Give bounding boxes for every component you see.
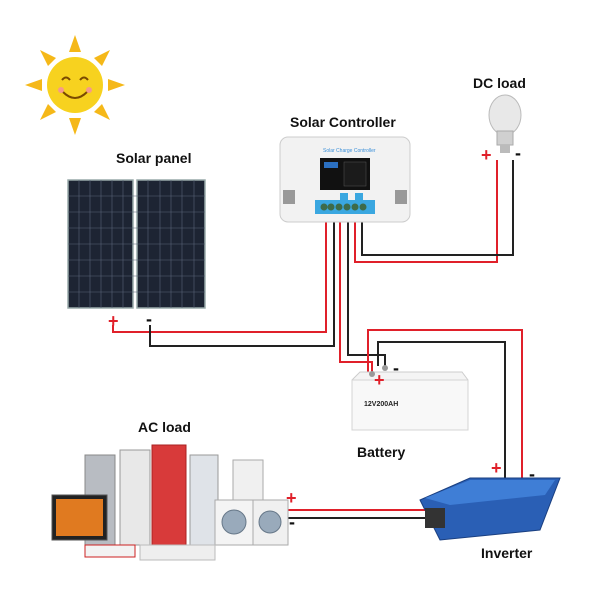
solar-controller-label: Solar Controller <box>290 114 396 130</box>
panel-minus-sign: - <box>146 309 152 329</box>
battery: 12V200AH <box>351 365 469 431</box>
inverter-positive-wire <box>367 329 523 488</box>
ac-appliances <box>51 444 289 561</box>
solar-controller: Solar Charge Controller <box>279 136 411 223</box>
inverter-label: Inverter <box>481 545 533 561</box>
battery-negative-wire <box>347 215 386 366</box>
inverter-negative-wire <box>377 341 506 488</box>
light-bulb-icon <box>488 94 522 153</box>
solar-panel-label: Solar panel <box>116 150 191 166</box>
inverter <box>419 477 561 541</box>
panel-positive-wire <box>112 215 327 333</box>
battery-positive-wire <box>339 215 373 372</box>
inverter-minus-sign: - <box>529 464 535 484</box>
wiring <box>112 160 523 519</box>
inverter-plus-sign: + <box>491 458 502 478</box>
dc-load-plus-sign: + <box>481 145 492 165</box>
ac-load-plus-sign: + <box>286 488 297 508</box>
battery-model: 12V200AH <box>364 401 398 408</box>
panel-negative-wire <box>149 215 335 347</box>
sun-icon <box>25 35 125 135</box>
ac-load-label: AC load <box>138 419 191 435</box>
dc-load-negative-wire <box>361 160 514 256</box>
dc-load-minus-sign: - <box>515 143 521 163</box>
solar-panel <box>67 179 206 309</box>
battery-label: Battery <box>357 444 405 460</box>
battery-plus-sign: + <box>374 370 385 390</box>
dc-load-label: DC load <box>473 75 526 91</box>
battery-minus-sign: - <box>393 358 399 378</box>
ac-load-minus-sign: - <box>289 512 295 532</box>
dc-load-positive-wire <box>354 160 498 263</box>
controller-title: Solar Charge Controller <box>323 148 376 154</box>
panel-plus-sign: + <box>108 311 119 331</box>
